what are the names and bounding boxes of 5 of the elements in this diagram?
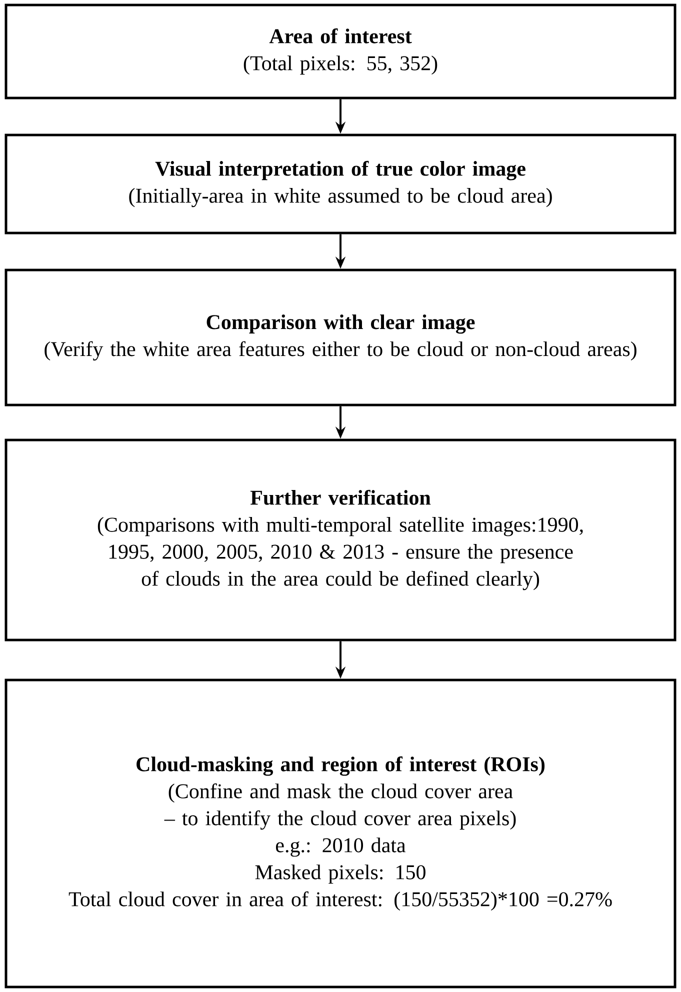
- process-box: Cloud-masking and region of interest (ROIs) (Confine and mask the cloud cover area – to identify the cloud cover area pixels) e.g.: 2010 data Masked pixels: 150 Total cloud cover in area of interest: (150/55352)*100 =0.27%: [4, 678, 676, 988]
- process-box: Area of interest (Total pixels: 55, 352): [4, 4, 676, 100]
- process-box: Visual interpretation of true color image (Initially-area in white assumed to be cloud area): [4, 134, 676, 234]
- process-box: Further verification (Comparisons with multi-temporal satellite images:1990, 1995, 2000, 2005, 2010 & 2013 - ensure the presence of clouds in the area could be defined clearly): [4, 438, 676, 642]
- process-box: Comparison with clear image (Verify the white area features either to be cloud or non-cloud areas): [4, 268, 676, 406]
